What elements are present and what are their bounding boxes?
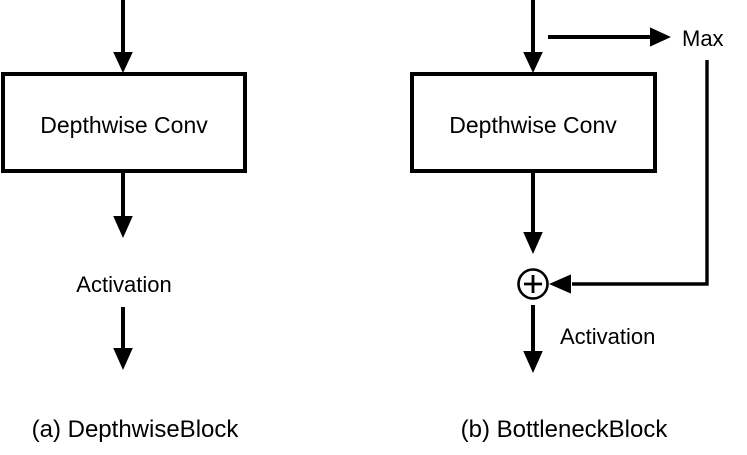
edge-input-to-depthwise-conv-b: [523, 0, 543, 73]
arrowhead-down-input-b: [523, 52, 543, 73]
panel-depthwise-block: Depthwise Conv Activation (a) DepthwiseB…: [1, 0, 247, 443]
edge-input-to-max: [548, 27, 671, 47]
edge-input-to-depthwise-conv-a: [113, 0, 133, 73]
activation-label-b: Activation: [560, 324, 655, 349]
arrowhead-down-mid-a: [113, 216, 133, 238]
caption-depthwise-block: (a) DepthwiseBlock: [32, 416, 240, 443]
arrowhead-down-input-a: [113, 52, 133, 73]
edge-depthwise-to-activation-a: [113, 172, 133, 238]
edge-depthwise-to-sum-b: [523, 172, 543, 254]
arrowhead-down-output-a: [113, 348, 133, 370]
depthwise-conv-box-a: [1, 72, 247, 173]
depthwise-conv-label-b: Depthwise Conv: [449, 112, 617, 138]
edge-max-to-sum: [549, 60, 709, 294]
edge-sum-to-output-b: [523, 305, 543, 373]
depthwise-conv-label-a: Depthwise Conv: [40, 112, 208, 138]
arrowhead-left-sum: [549, 274, 571, 294]
arrowhead-down-mid-b: [523, 232, 543, 254]
panel-bottleneck-block: Max Depthwise Conv: [410, 0, 724, 443]
edge-activation-to-output-a: [113, 307, 133, 370]
activation-label-a: Activation: [76, 272, 171, 297]
caption-bottleneck-block: (b) BottleneckBlock: [461, 416, 669, 443]
arrowhead-down-output-b: [523, 351, 543, 373]
sum-operator-node: [517, 268, 549, 300]
depthwise-conv-box-b: [410, 72, 657, 173]
max-label: Max: [682, 26, 724, 51]
arrowhead-right-max: [650, 27, 671, 47]
